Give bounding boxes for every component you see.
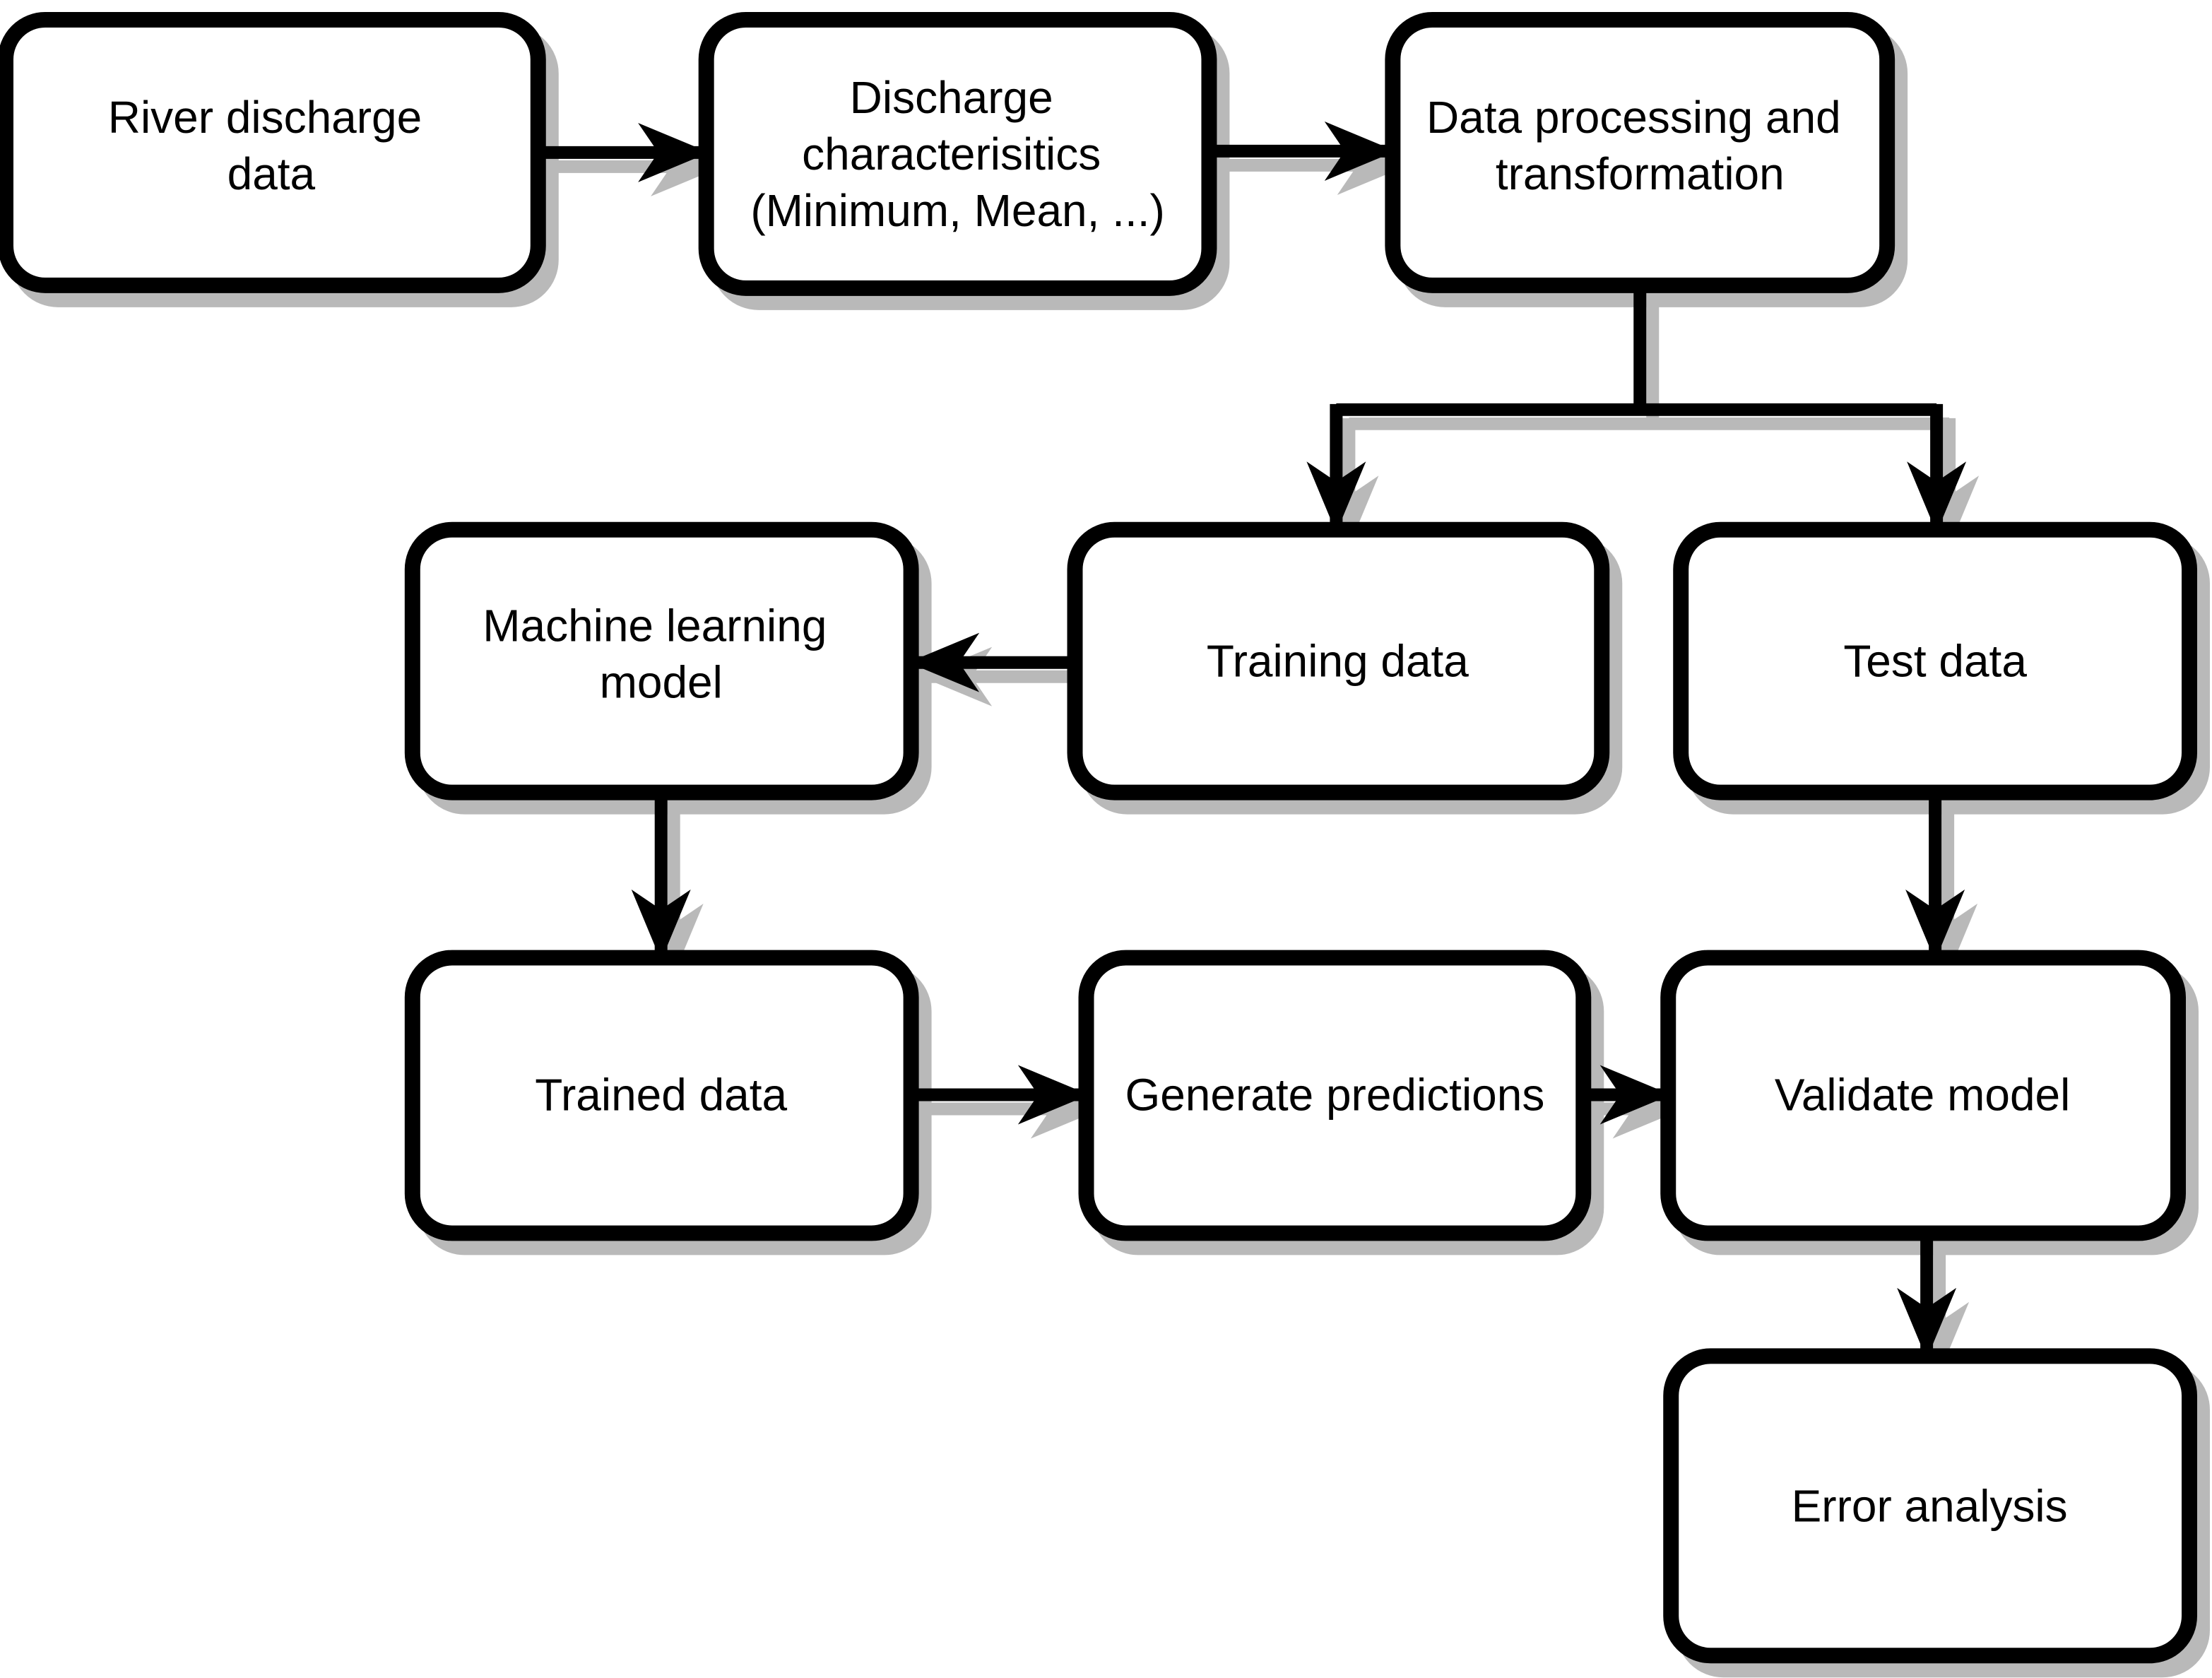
node-machine-learning-model: Machine learning model — [404, 521, 919, 800]
generate-predictions-label: Generate predictions — [1125, 1069, 1544, 1120]
node-discharge-characteristics: Discharge characterisitics (Minimum, Mea… — [698, 11, 1217, 296]
discharge-characteristics-label: Discharge characterisitics (Minimum, Mea… — [750, 72, 1164, 236]
node-test-data: Test data — [1673, 521, 2198, 800]
training-data-label: Training data — [1207, 636, 1469, 687]
node-error-analysis: Error analysis — [1663, 1348, 2198, 1664]
edge-processing-split — [1306, 285, 1967, 533]
node-trained-data: Trained data — [404, 950, 919, 1241]
node-river-discharge-data: River discharge data — [0, 12, 546, 293]
trained-data-label: Trained data — [535, 1069, 787, 1120]
error-analysis-label: Error analysis — [1792, 1480, 2068, 1531]
node-validate-model: Validate model — [1660, 950, 2187, 1241]
river-discharge-data-label: River discharge data — [108, 92, 434, 199]
machine-learning-model-label: Machine learning model — [483, 601, 839, 708]
edge-processing-split-line — [1336, 285, 1937, 416]
validate-model-label: Validate model — [1775, 1069, 2070, 1120]
data-processing-label: Data processing and transformation — [1426, 92, 1854, 199]
node-training-data: Training data — [1067, 521, 1610, 800]
node-generate-predictions: Generate predictions — [1078, 950, 1592, 1241]
test-data-label: Test data — [1843, 636, 2027, 687]
node-data-processing: Data processing and transformation — [1385, 11, 1895, 293]
